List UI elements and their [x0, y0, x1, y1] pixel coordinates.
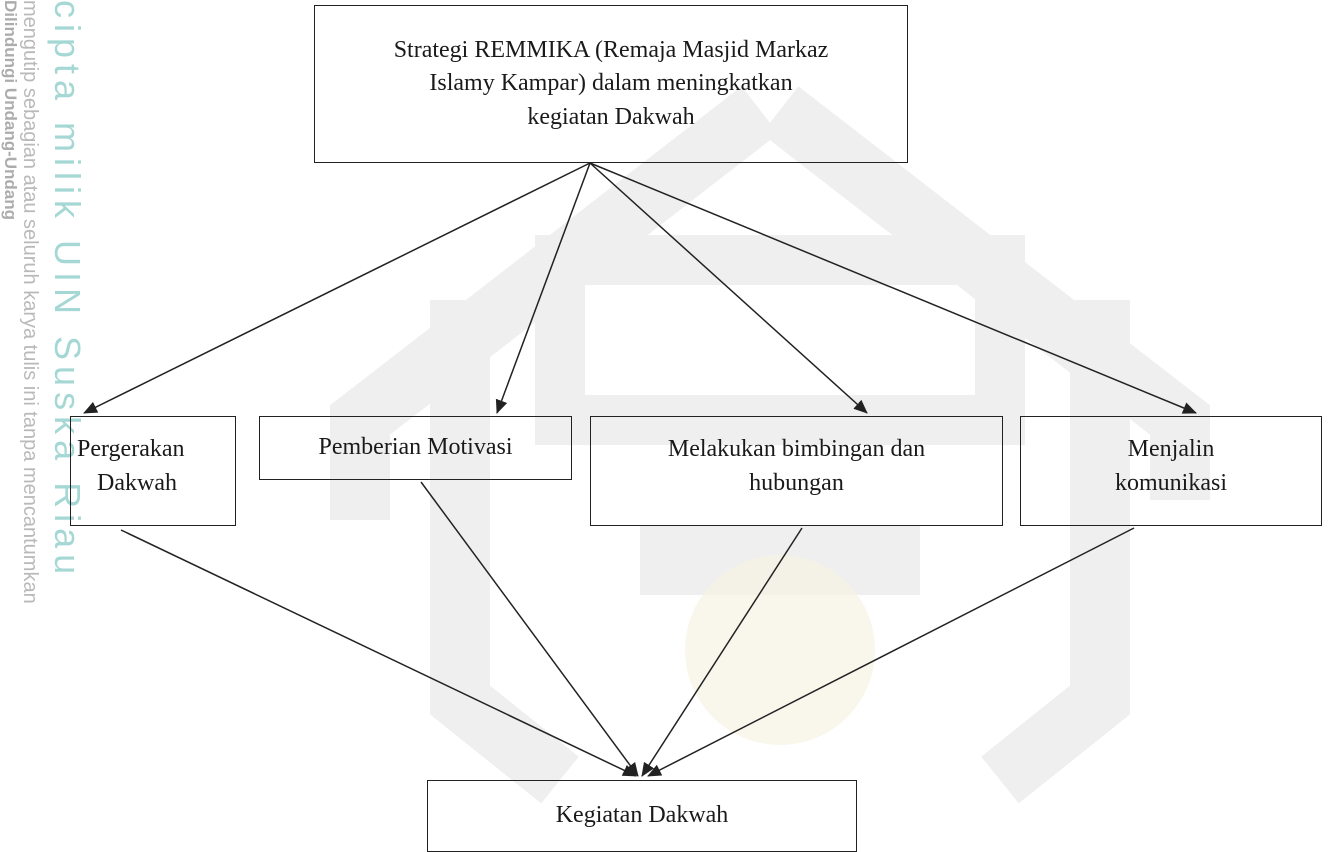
- node-1-line-1: Pergerakan: [77, 436, 185, 462]
- strategy-line-3: kegiatan Dakwah: [527, 103, 695, 130]
- arrow-from-komunikasi: [647, 527, 1135, 777]
- arrow-to-pergerakan: [83, 162, 591, 414]
- node-4-line-2: komunikasi: [1115, 469, 1227, 496]
- node-pergerakan-dakwah: Pergerakan Dakwah: [70, 416, 236, 526]
- node-3-line-1: Melakukan bimbingan dan: [667, 436, 926, 462]
- strategy-box: Strategi REMMIKA (Remaja Masjid Markaz I…: [314, 5, 908, 163]
- node-pemberian-motivasi: Pemberian Motivasi: [259, 416, 572, 480]
- bottom-label: Kegiatan Dakwah: [555, 802, 729, 829]
- node-3-line-2: hubungan: [749, 469, 844, 496]
- emblem-watermark: [330, 86, 1210, 804]
- node-menjalin-komunikasi: Menjalin komunikasi: [1020, 416, 1322, 526]
- arrow-from-pergerakan: [120, 529, 637, 777]
- arrows-bottom: [120, 481, 1135, 777]
- node-bimbingan-hubungan: Melakukan bimbingan dan hubungan: [590, 416, 1003, 526]
- arrow-to-komunikasi: [589, 162, 1197, 414]
- arrow-to-motivasi: [495, 162, 591, 414]
- strategy-line-2: Islamy Kampar) dalam meningkatkan: [429, 70, 793, 97]
- node-1-line-2: Dakwah: [97, 469, 177, 496]
- node-4-line-1: Menjalin: [1127, 436, 1215, 462]
- strategy-line-1: Strategi REMMIKA (Remaja Masjid Markaz: [393, 36, 829, 63]
- arrow-from-motivasi: [420, 481, 639, 777]
- arrows-top: [83, 162, 1197, 414]
- kegiatan-dakwah-box: Kegiatan Dakwah: [427, 780, 857, 852]
- arrow-to-bimbingan: [589, 162, 868, 414]
- node-2-line-1: Pemberian Motivasi: [318, 434, 513, 461]
- emblem-center: [685, 555, 875, 745]
- arrow-from-bimbingan: [641, 527, 803, 777]
